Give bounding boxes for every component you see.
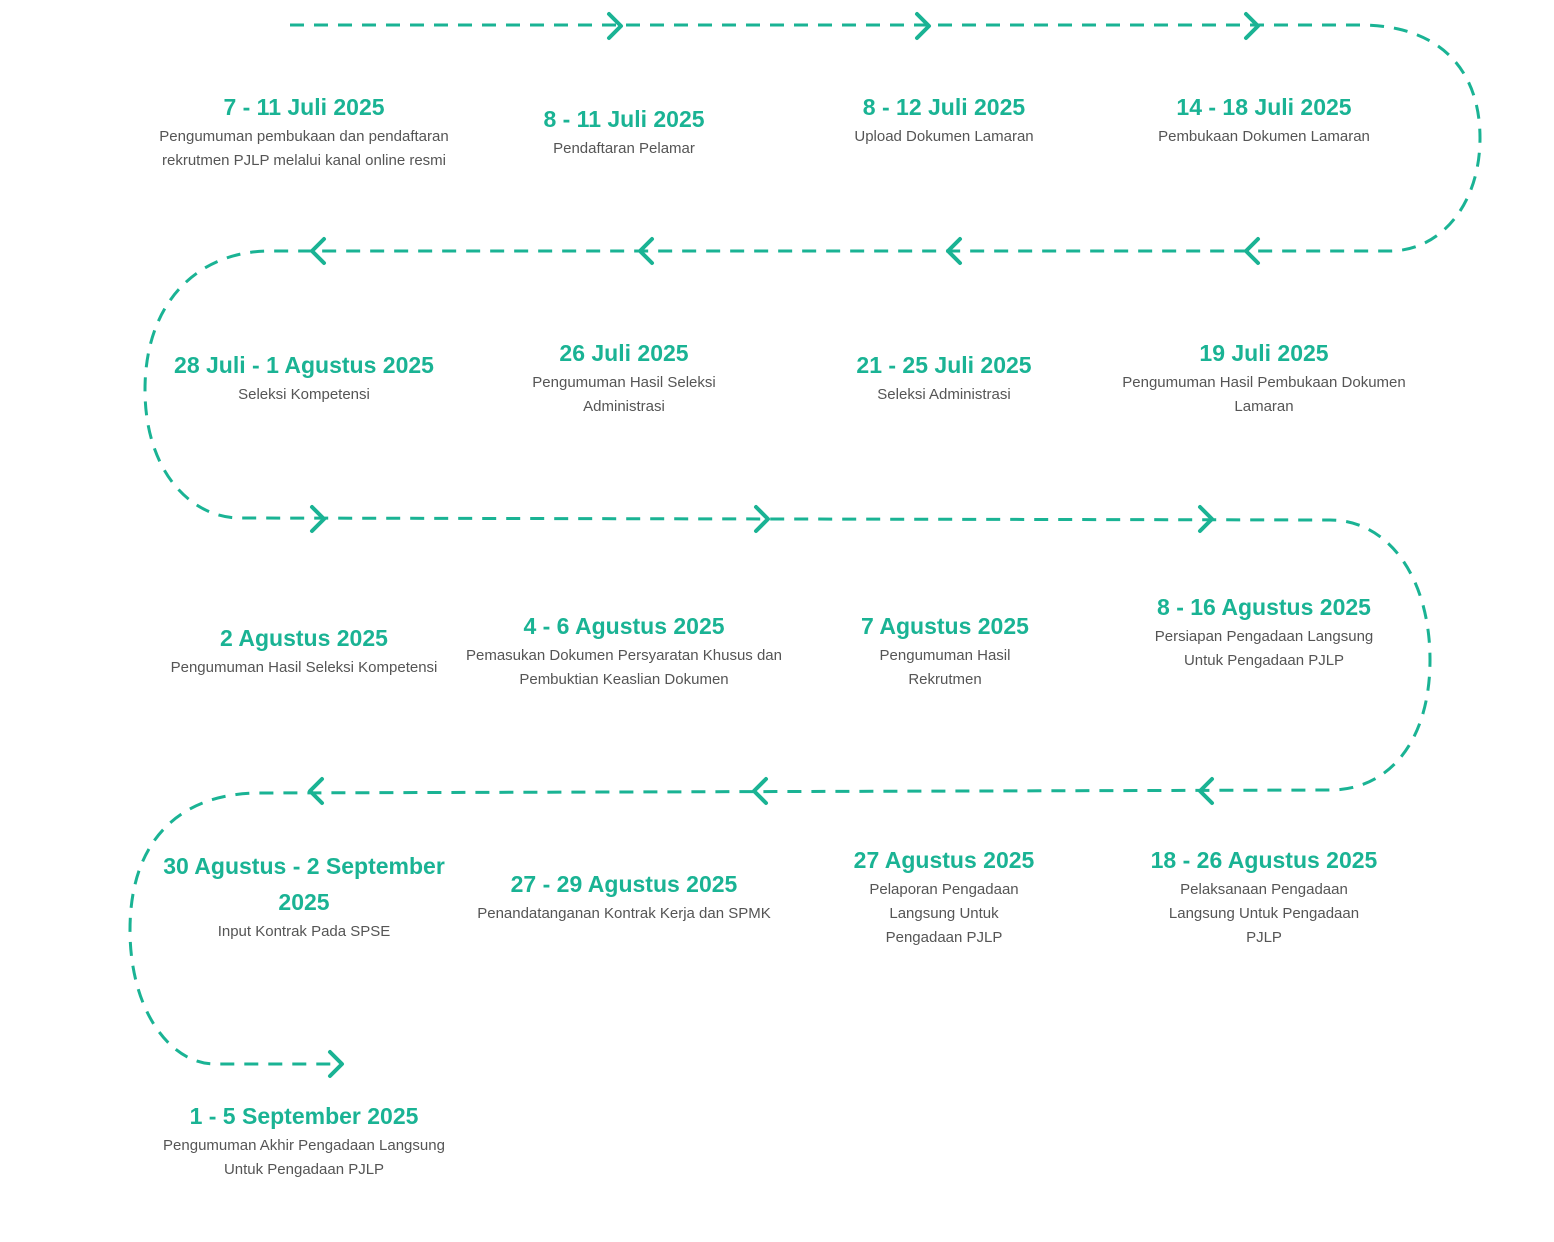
- step-description: Pengumuman Hasil Seleksi Administrasi: [532, 374, 716, 415]
- arrow-left-icon: [638, 237, 654, 265]
- timeline-step: 21 - 25 Juli 2025 Seleksi Administrasi: [824, 347, 1064, 407]
- step-date: 21 - 25 Juli 2025: [856, 352, 1032, 378]
- step-date: 26 Juli 2025: [559, 340, 689, 366]
- timeline-step: 27 - 29 Agustus 2025 Penandatanganan Kon…: [464, 866, 784, 926]
- step-description: Pengumuman Hasil Pembukaan Dokumen Lamar…: [1122, 374, 1406, 415]
- step-date: 28 Juli - 1 Agustus 2025: [174, 352, 434, 378]
- step-description: Pengumuman Hasil Rekrutmen: [879, 647, 1011, 688]
- arrow-right-icon: [915, 12, 931, 40]
- arrow-left-icon: [1244, 237, 1260, 265]
- timeline-step: 28 Juli - 1 Agustus 2025 Seleksi Kompete…: [154, 347, 454, 407]
- timeline-step: 19 Juli 2025 Pengumuman Hasil Pembukaan …: [1109, 335, 1419, 419]
- arrow-right-icon: [1198, 505, 1214, 533]
- arrow-right-icon: [310, 505, 326, 533]
- step-description: Seleksi Kompetensi: [238, 386, 370, 403]
- timeline-dashed-line: [128, 23, 1482, 1066]
- step-date: 7 Agustus 2025: [861, 613, 1029, 639]
- timeline-step: 7 - 11 Juli 2025 Pengumuman pembukaan da…: [144, 89, 464, 173]
- step-date: 27 - 29 Agustus 2025: [510, 871, 738, 897]
- step-date: 19 Juli 2025: [1199, 340, 1329, 366]
- step-description: Input Kontrak Pada SPSE: [217, 923, 391, 940]
- arrow-left-icon: [946, 237, 962, 265]
- step-date: 8 - 11 Juli 2025: [543, 106, 705, 132]
- step-date: 8 - 12 Juli 2025: [862, 94, 1026, 120]
- arrow-right-icon: [328, 1050, 344, 1078]
- step-date: 7 - 11 Juli 2025: [223, 94, 385, 120]
- step-description: Upload Dokumen Lamaran: [854, 128, 1034, 145]
- step-description: Pengumuman pembukaan dan pendaftaran rek…: [159, 128, 449, 169]
- step-description: Seleksi Administrasi: [877, 386, 1011, 403]
- step-date: 2 Agustus 2025: [220, 625, 388, 651]
- timeline-step: 30 Agustus - 2 September 2025 Input Kont…: [149, 848, 459, 944]
- timeline-step: 14 - 18 Juli 2025 Pembukaan Dokumen Lama…: [1114, 89, 1414, 149]
- timeline-step: 26 Juli 2025 Pengumuman Hasil Seleksi Ad…: [514, 335, 734, 419]
- step-date: 30 Agustus - 2 September 2025: [163, 853, 445, 915]
- arrow-right-icon: [754, 505, 770, 533]
- step-date: 8 - 16 Agustus 2025: [1157, 594, 1371, 620]
- step-date: 1 - 5 September 2025: [189, 1103, 419, 1129]
- timeline-step: 8 - 16 Agustus 2025 Persiapan Pengadaan …: [1139, 589, 1389, 673]
- step-date: 18 - 26 Agustus 2025: [1150, 847, 1378, 873]
- timeline-step: 1 - 5 September 2025 Pengumuman Akhir Pe…: [149, 1098, 459, 1182]
- arrow-left-icon: [1198, 777, 1214, 805]
- arrow-right-icon: [607, 12, 623, 40]
- step-description: Pengumuman Akhir Pengadaan Langsung Untu…: [163, 1137, 445, 1178]
- step-description: Pelaksanaan Pengadaan Langsung Untuk Pen…: [1168, 881, 1360, 946]
- arrow-left-icon: [752, 777, 768, 805]
- step-description: Persiapan Pengadaan Langsung Untuk Penga…: [1154, 628, 1374, 669]
- step-description: Pemasukan Dokumen Persyaratan Khusus dan…: [465, 647, 782, 688]
- arrow-left-icon: [310, 237, 326, 265]
- timeline-step: 7 Agustus 2025 Pengumuman Hasil Rekrutme…: [845, 608, 1045, 692]
- step-date: 4 - 6 Agustus 2025: [523, 613, 725, 639]
- timeline-step: 4 - 6 Agustus 2025 Pemasukan Dokumen Per…: [454, 608, 794, 692]
- step-description: Pengumuman Hasil Seleksi Kompetensi: [170, 659, 438, 676]
- step-description: Pembukaan Dokumen Lamaran: [1158, 128, 1370, 145]
- arrow-left-icon: [308, 777, 324, 805]
- timeline-step: 8 - 12 Juli 2025 Upload Dokumen Lamaran: [854, 89, 1034, 149]
- timeline-step: 27 Agustus 2025 Pelaporan Pengadaan Lang…: [834, 842, 1054, 950]
- timeline-step: 2 Agustus 2025 Pengumuman Hasil Seleksi …: [154, 620, 454, 680]
- step-date: 14 - 18 Juli 2025: [1176, 94, 1352, 120]
- arrow-right-icon: [1244, 12, 1260, 40]
- step-date: 27 Agustus 2025: [853, 847, 1035, 873]
- timeline-step: 18 - 26 Agustus 2025 Pelaksanaan Pengada…: [1134, 842, 1394, 950]
- step-description: Pelaporan Pengadaan Langsung Untuk Penga…: [869, 881, 1019, 946]
- step-description: Penandatanganan Kontrak Kerja dan SPMK: [477, 905, 771, 922]
- step-description: Pendaftaran Pelamar: [553, 140, 695, 157]
- timeline-step: 8 - 11 Juli 2025 Pendaftaran Pelamar: [484, 101, 764, 161]
